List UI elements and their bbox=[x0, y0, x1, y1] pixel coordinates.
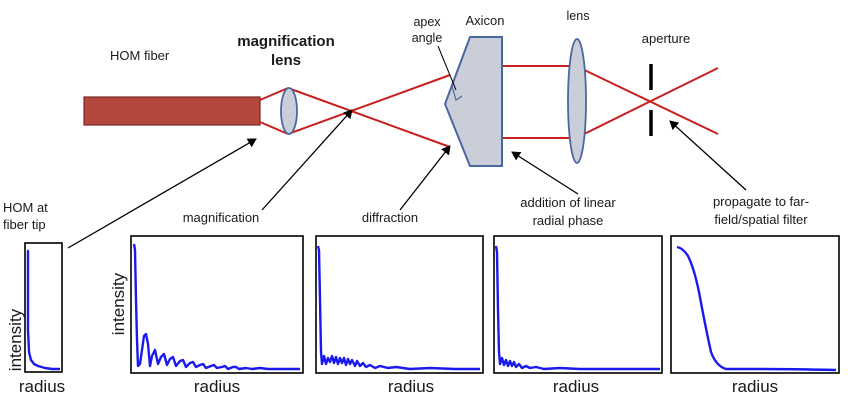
hom-tip-xlabel: radius bbox=[19, 377, 65, 396]
diffraction-curve bbox=[316, 245, 480, 371]
aperture-label: aperture bbox=[642, 31, 690, 46]
farfield-xlabel: radius bbox=[732, 377, 778, 396]
arrow-magnification bbox=[261, 109, 353, 211]
farfield-label: propagate to far- bbox=[713, 194, 809, 209]
magnification-lens-label-2: lens bbox=[271, 52, 301, 69]
hom-at-tip-label-2: fiber tip bbox=[3, 217, 46, 232]
diffraction-xlabel: radius bbox=[388, 377, 434, 396]
axicon-label: Axicon bbox=[465, 13, 504, 28]
hom-tip-curve bbox=[26, 249, 60, 371]
magnification-label: magnification bbox=[183, 210, 260, 225]
axicon bbox=[443, 36, 503, 167]
hom-fiber-label: HOM fiber bbox=[110, 48, 170, 63]
lens-label: lens bbox=[567, 9, 590, 23]
apex-angle-label: apex bbox=[413, 15, 441, 29]
arrow-phase bbox=[511, 151, 579, 195]
apex-angle-label-2: angle bbox=[412, 31, 443, 45]
hom-fiber bbox=[83, 96, 261, 126]
arrow-diffraction bbox=[399, 145, 451, 211]
magnification-xlabel: radius bbox=[194, 377, 240, 396]
apex-angle-mark bbox=[451, 85, 463, 101]
phase-xlabel: radius bbox=[553, 377, 599, 396]
arrow-farfield bbox=[669, 120, 747, 191]
plot-magnification: intensity radius bbox=[109, 235, 304, 396]
plot-diffraction: radius bbox=[315, 235, 484, 396]
collimating-lens bbox=[567, 38, 587, 164]
plot-phase: radius bbox=[493, 235, 663, 396]
magnification-lens-label: magnification bbox=[237, 33, 335, 50]
magnification-lens bbox=[280, 87, 298, 135]
phase-curve bbox=[494, 245, 660, 371]
hom-tip-ylabel: intensity bbox=[6, 308, 25, 371]
magnification-curve bbox=[132, 243, 300, 371]
plot-farfield: radius bbox=[670, 235, 840, 396]
farfield-curve bbox=[676, 245, 837, 372]
arrow-hom-tip bbox=[67, 138, 257, 249]
phase-label: addition of linear bbox=[520, 195, 616, 210]
plot-hom-tip: intensity radius bbox=[6, 242, 65, 396]
farfield-label-2: field/spatial filter bbox=[714, 212, 808, 227]
hom-at-tip-label: HOM at bbox=[3, 200, 48, 215]
magnification-ylabel: intensity bbox=[109, 272, 128, 335]
diffraction-label: diffraction bbox=[362, 210, 418, 225]
pointer-arrows bbox=[67, 109, 747, 249]
phase-label-2: radial phase bbox=[533, 213, 604, 228]
apex-pointer bbox=[437, 45, 457, 91]
